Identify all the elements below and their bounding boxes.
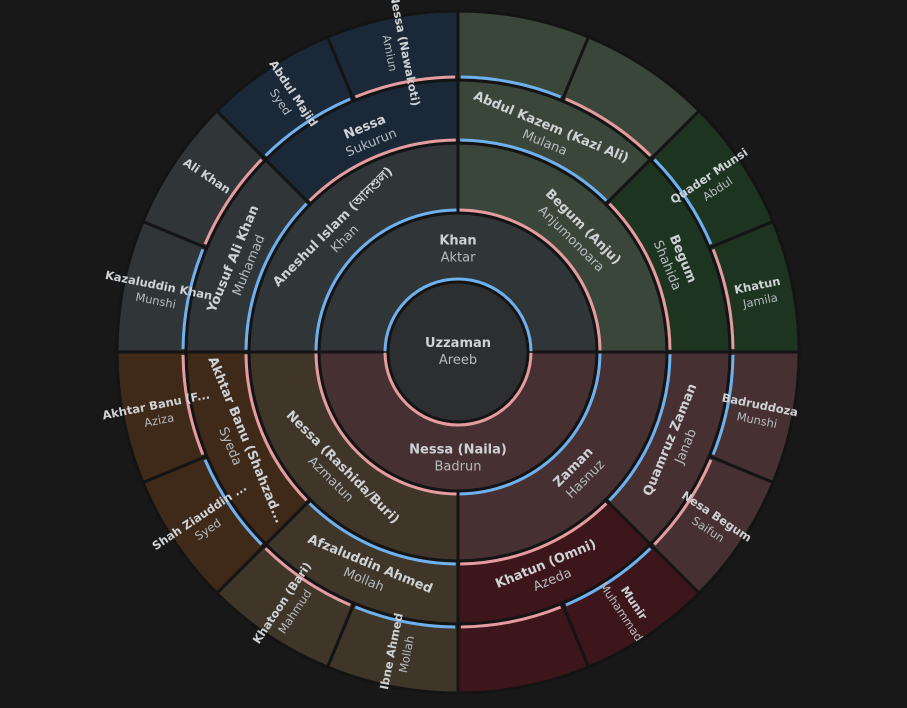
parent-link-gen4-0 [181, 248, 205, 350]
parent-link-gen4-6 [653, 158, 713, 245]
parent-link-gen2-2 [459, 353, 602, 496]
parent-link-gen3-0 [244, 202, 308, 350]
parent-link-gen3-1 [308, 138, 456, 202]
parent-link-gen4-9 [653, 459, 713, 546]
parent-link-gen4-14 [203, 459, 263, 546]
parent-link-gen4-12 [354, 605, 456, 629]
parent-link-gen4-13 [264, 547, 351, 607]
parent-link-gen4-15 [181, 354, 205, 456]
parent-link-gen1-0 [383, 277, 533, 352]
parent-link-gen4-11 [460, 605, 562, 629]
parent-link-gen4-3 [354, 75, 456, 99]
parent-link-gen3-6 [308, 502, 456, 566]
parent-link-gen2-0 [314, 208, 457, 351]
parent-link-gen4-8 [711, 354, 735, 456]
parent-link-gen3-3 [608, 202, 672, 350]
parent-link-gen4-5 [565, 97, 652, 157]
root-person-circle[interactable] [386, 280, 530, 424]
parent-link-gen4-4 [460, 75, 562, 99]
parent-link-gen3-2 [460, 138, 608, 202]
parent-link-gen3-7 [244, 354, 308, 502]
parent-link-gen4-7 [711, 248, 735, 350]
parent-link-gen2-1 [459, 208, 602, 351]
parent-link-gen1-1 [383, 352, 533, 427]
parent-link-gen4-10 [565, 547, 652, 607]
parent-link-gen4-2 [264, 97, 351, 157]
parent-link-gen3-4 [608, 354, 672, 502]
parent-link-gen2-3 [314, 353, 457, 496]
parent-link-gen4-1 [203, 158, 263, 245]
parent-link-gen3-5 [460, 502, 608, 566]
